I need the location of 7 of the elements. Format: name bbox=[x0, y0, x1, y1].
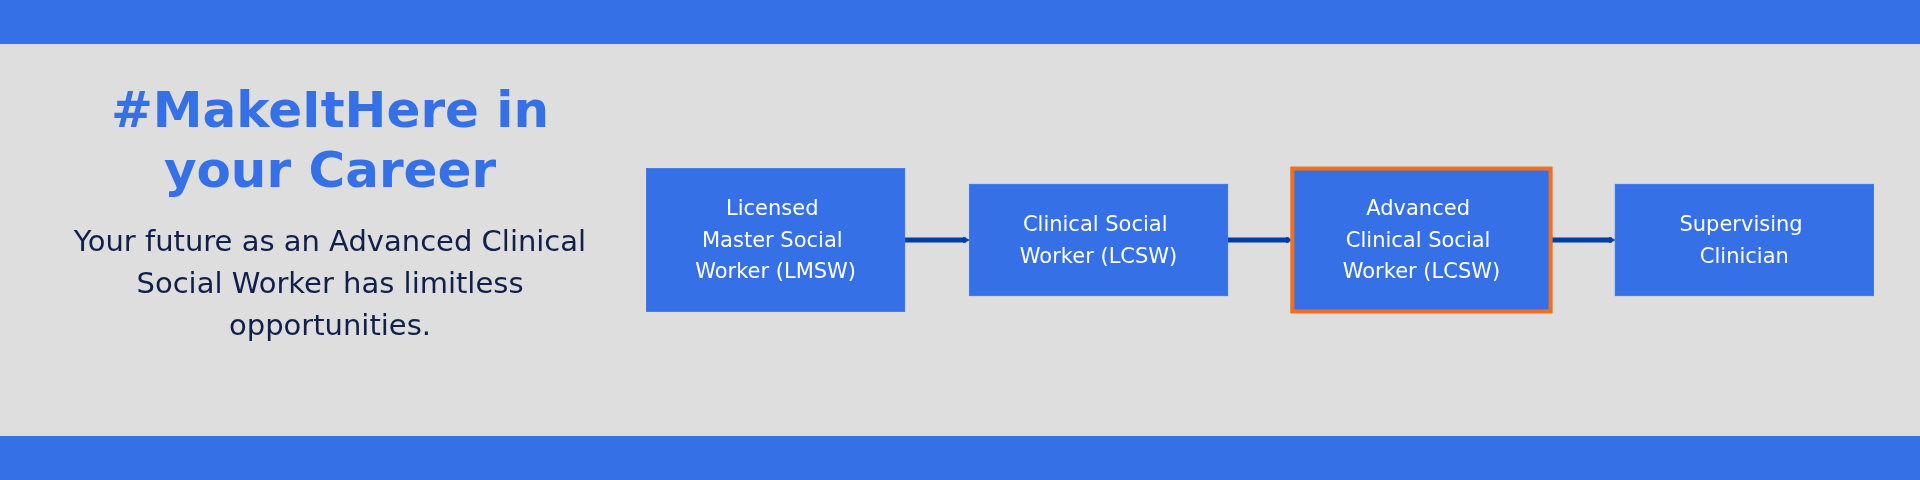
node-box: Clinical Social Worker (LCSW) bbox=[968, 183, 1229, 297]
caption: Your future as an Advanced Clinical Social Worker has limitless opportunities. bbox=[72, 223, 588, 344]
node-box: Advanced Clinical Social Worker (LCSW) bbox=[1290, 166, 1553, 314]
node-box: Supervising Clinician bbox=[1614, 183, 1874, 297]
arrow bbox=[904, 236, 970, 244]
node-box: Licensed Master Social Worker (LMSW) bbox=[646, 168, 906, 312]
title: #MakeItHere in your Career bbox=[109, 80, 551, 200]
